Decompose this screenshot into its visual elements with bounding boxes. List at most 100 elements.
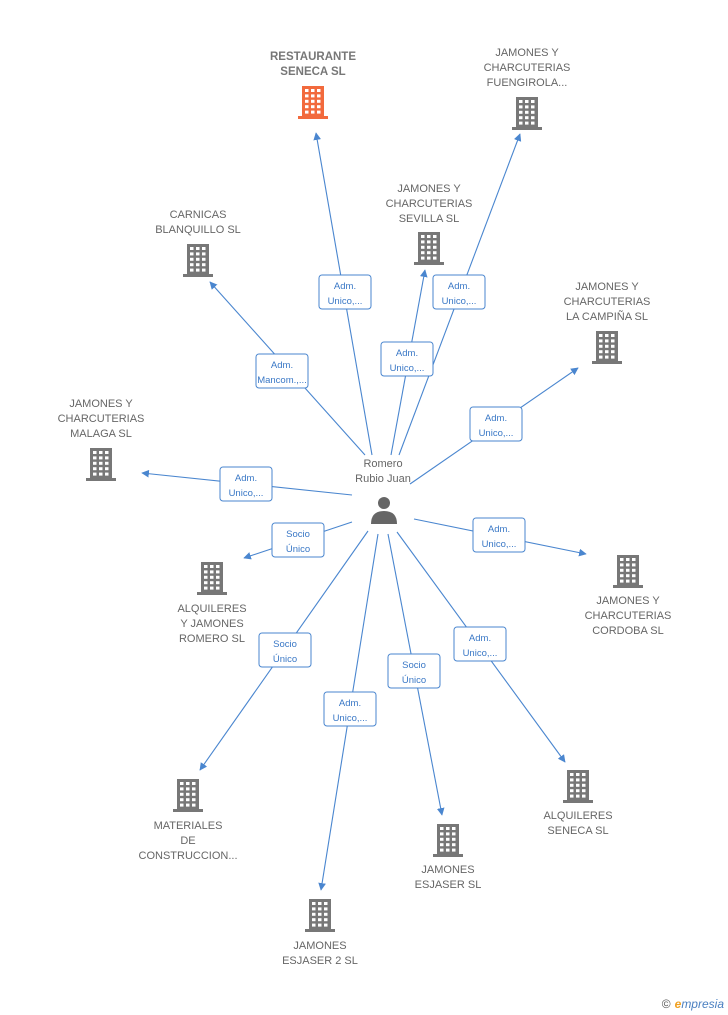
brand-name: mpresia [681,997,724,1011]
edge-label-text: Adm. [334,281,356,292]
edge-label-text: Unico,... [442,296,477,307]
building-icon [563,770,593,803]
person-node[interactable]: Romero Rubio Juan [355,458,411,524]
edge-label-text: Único [402,675,426,686]
building-icon [86,448,116,481]
edge-label-fuengirola[interactable]: Adm. Unico,... [432,274,486,310]
edge-label-box [323,691,377,727]
company-label-line: ESJASER SL [415,879,482,891]
edge-label-box [271,522,325,558]
edge-label-box [219,466,273,502]
edge-label-text: Socio [402,660,426,671]
building-icon [305,899,335,932]
company-label-line: MATERIALES [154,820,223,832]
company-label-line: ALQUILERES [177,603,246,615]
edge-label-box [453,626,507,662]
edge-label-text: Adm. [488,524,510,535]
edge-label-text: Socio [286,529,310,540]
edge-label-cordoba[interactable]: Adm. Unico,... [472,517,526,553]
company-label-line: FUENGIROLA... [487,77,568,89]
building-icon [433,824,463,857]
company-node-blanquillo[interactable]: CARNICAS BLANQUILLO SL [155,209,241,277]
company-node-cordoba[interactable]: JAMONES Y CHARCUTERIAS CORDOBA SL [585,555,672,637]
company-label-line: CORDOBA SL [592,625,664,637]
person-icon [371,497,397,524]
company-node-restaurante-seneca[interactable]: RESTAURANTE SENECA SL [270,51,356,119]
edge-label-text: Adm. [235,473,257,484]
edge-label-alquileres-seneca[interactable]: Adm. Unico,... [453,626,507,662]
edge-label-box [318,274,372,310]
edge-label-text: Unico,... [328,296,363,307]
edge-label-malaga[interactable]: Adm. Unico,... [219,466,273,502]
building-icon [197,562,227,595]
edge-label-text: Adm. [396,348,418,359]
footer-brand: ©empresia [662,997,724,1011]
company-label-line: SENECA SL [280,66,345,78]
edge-label-text: Unico,... [479,428,514,439]
company-label-line: DE [180,835,195,847]
company-label-line: JAMONES [421,864,474,876]
edge-label-box [387,653,441,689]
building-icon [613,555,643,588]
edge-label-text: Unico,... [229,488,264,499]
edge-label-text: Unico,... [482,539,517,550]
company-node-alquileres-romero[interactable]: ALQUILERES Y JAMONES ROMERO SL [177,562,247,645]
building-icon [183,244,213,277]
edge-label-blanquillo[interactable]: Adm. Mancom.,... [255,353,309,389]
edge-label-text: Mancom.,... [257,375,307,386]
edge-label-box [472,517,526,553]
edge-label-text: Socio [273,639,297,650]
building-icon [173,779,203,812]
brand-initial: e [674,997,682,1011]
person-name-line1: Romero [363,458,402,470]
company-label-line: CONSTRUCCION... [139,850,238,862]
edge-label-box [255,353,309,389]
company-label-line: CHARCUTERIAS [484,62,571,74]
company-label-line: Y JAMONES [180,618,243,630]
edge-label-box [469,406,523,442]
company-node-fuengirola[interactable]: JAMONES YCHARCUTERIASFUENGIROLA... [484,47,571,130]
edge-label-box [432,274,486,310]
company-label-line: ROMERO SL [179,633,245,645]
company-label-line: JAMONES Y [397,183,461,195]
edge-label-campina[interactable]: Adm.Unico,... [469,406,523,442]
company-node-materiales[interactable]: MATERIALES DE CONSTRUCCION... [139,779,238,862]
edge-label-text: Único [273,654,297,665]
edge-label-text: Adm. [271,360,293,371]
edge-label-box [380,341,434,377]
edge-label-box [258,632,312,668]
edge-label-restaurante-seneca[interactable]: Adm. Unico,... [318,274,372,310]
edge-label-text: Unico,... [463,648,498,659]
company-label-line: CHARCUTERIAS [58,413,145,425]
company-label-line: BLANQUILLO SL [155,224,241,236]
company-label-line: ALQUILERES [543,810,612,822]
edge-label-sevilla[interactable]: Adm. Unico,... [380,341,434,377]
copyright-symbol: © [661,997,671,1011]
edge-label-text: Unico,... [390,363,425,374]
company-node-esjaser[interactable]: JAMONES ESJASER SL [415,824,482,891]
edge-label-text: Adm. [448,281,470,292]
company-label-line: RESTAURANTE [270,51,356,63]
edge-label-text: Adm. [339,698,361,709]
edge-label-text: Adm. [469,633,491,644]
edge-label-esjaser2[interactable]: Adm. Unico,... [323,691,377,727]
company-label-line: JAMONES Y [596,595,660,607]
company-label-line: CHARCUTERIAS [585,610,672,622]
company-label-line: LA CAMPIÑA SL [566,310,648,323]
edge-label-text: Unico,... [333,713,368,724]
building-icon [592,331,622,364]
company-label-line: CHARCUTERIAS [564,296,651,308]
company-label-line: JAMONES [293,940,346,952]
building-icon-highlight [298,86,328,119]
company-label-line: JAMONES Y [69,398,133,410]
company-label-line: CARNICAS [170,209,227,221]
